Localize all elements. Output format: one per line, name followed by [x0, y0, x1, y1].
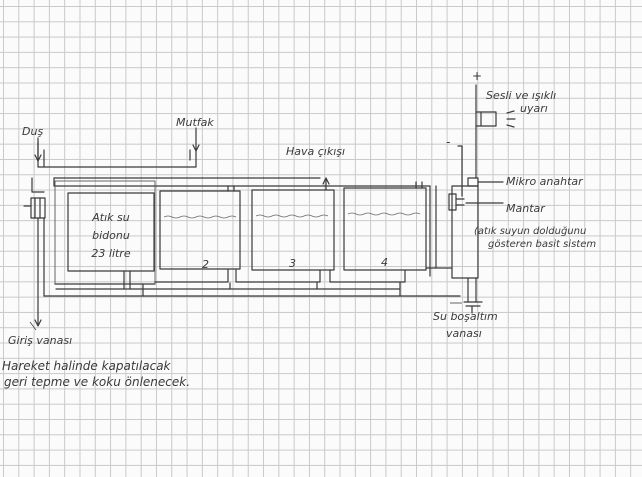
label-mutfak: Mutfak — [176, 116, 214, 129]
label-sistem-line2: gösteren basit sistem — [488, 239, 597, 250]
tank-1-label-line3: 23 litre — [91, 247, 131, 260]
level-sensor-column — [429, 177, 504, 303]
note-line2: geri tepme ve koku önlenecek. — [4, 375, 191, 389]
label-dus: Duş — [22, 125, 44, 138]
label-sistem-line1: (atık suyun dolduğunu — [474, 226, 587, 237]
label-giris-vanasi: Giriş vanası — [8, 334, 73, 347]
tank-4-number: 4 — [381, 256, 388, 269]
mutfak-arrow — [192, 127, 200, 152]
tank-2-number: 2 — [202, 258, 209, 271]
label-sesli-ve-isikli: Sesli ve ışıklı — [486, 89, 557, 102]
label-su-bosaltim: Su boşaltım — [433, 310, 498, 323]
inlet-pipe — [37, 141, 197, 168]
plus-terminal: + — [472, 69, 483, 83]
tank-1-label-line2: bidonu — [92, 229, 130, 242]
label-mikro-anahtar: Mikro anahtar — [506, 175, 583, 188]
dus-arrow — [34, 137, 42, 162]
note-line1: Hareket halinde kapatılacak — [2, 359, 171, 373]
upper-manifold — [31, 177, 431, 193]
label-hava-cikisi: Hava çıkışı — [286, 145, 346, 158]
alarm-wiring — [457, 84, 516, 187]
giris-valve-symbol — [23, 197, 46, 327]
leader-lines — [29, 302, 462, 331]
label-mantar: Mantar — [506, 202, 545, 215]
tank-3-number: 3 — [289, 257, 296, 270]
lower-manifold — [43, 267, 461, 297]
tank-2 — [159, 185, 241, 270]
tank-3 — [251, 177, 335, 271]
tank-1-label-line1: Atık su — [92, 211, 130, 224]
minus-terminal: - — [446, 135, 451, 149]
label-uyari: uyarı — [520, 102, 548, 115]
label-vanasi: vanası — [446, 327, 482, 340]
bosaltim-valve-symbol — [463, 301, 483, 314]
tank-4 — [343, 181, 427, 271]
